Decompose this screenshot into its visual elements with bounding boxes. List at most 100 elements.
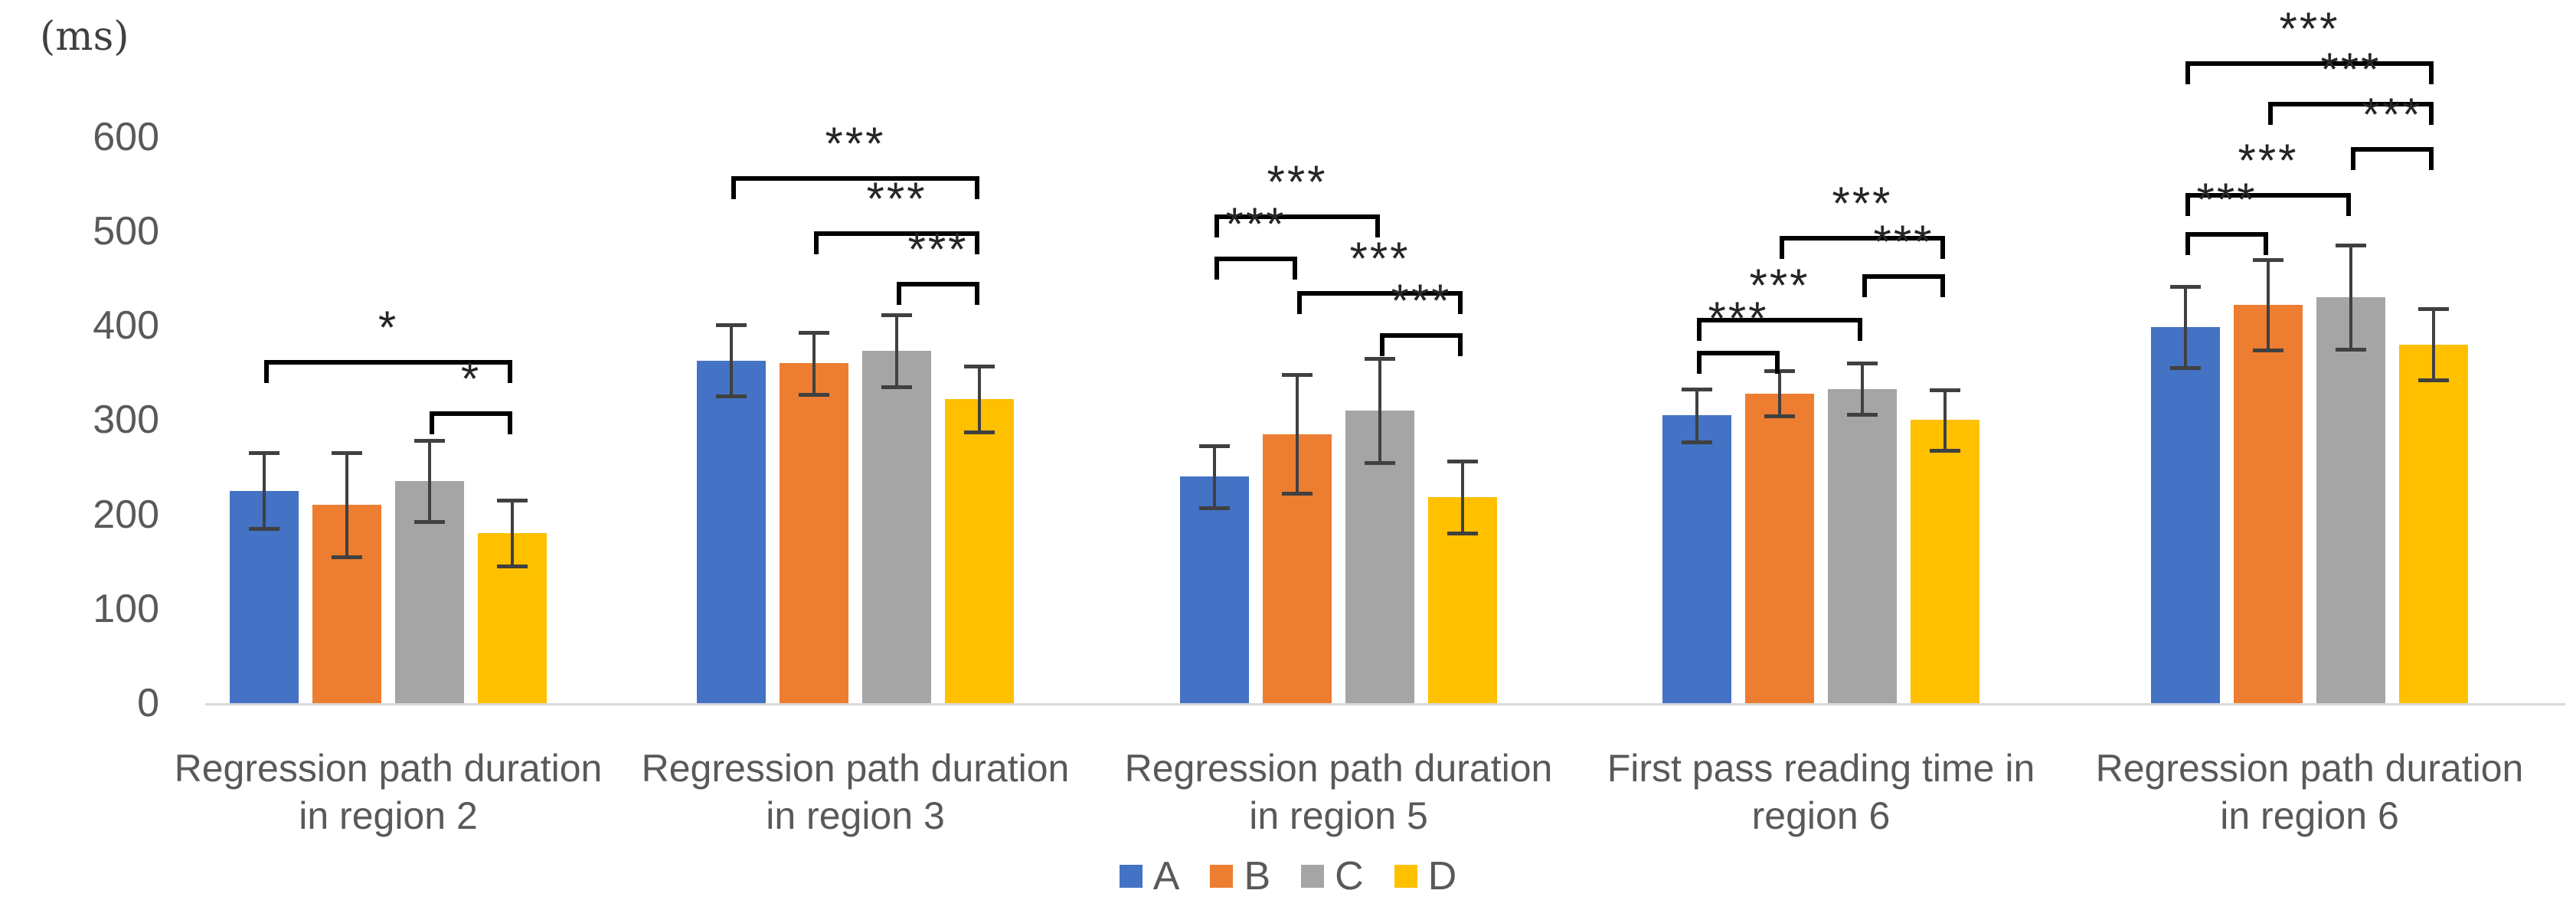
bar-A-group5 (2151, 327, 2220, 703)
category-label-group1: Regression path duration in region 2 (174, 747, 603, 837)
legend-item-C: C (1301, 856, 1364, 896)
sig-stars-AB-group3: *** (1225, 198, 1286, 250)
error-bar-B-group2 (812, 332, 816, 394)
error-bar-B-group4 (1778, 371, 1781, 417)
bracket-leg-right (1858, 318, 1862, 341)
error-bar-cap-bottom-B-group4 (1764, 414, 1795, 419)
error-bar-cap-bottom-A-group1 (249, 526, 280, 531)
error-bar-cap-top-B-group2 (799, 330, 829, 335)
sig-stars-CD-group4: *** (1873, 216, 1934, 267)
sig-stars-CD-group1: * (460, 353, 482, 404)
error-bar-B-group3 (1296, 375, 1299, 494)
legend-swatch-A (1119, 865, 1143, 888)
legend-label-A: A (1152, 854, 1180, 898)
error-bar-cap-bottom-C-group3 (1365, 460, 1395, 465)
sig-stars-AB-group4: *** (1708, 293, 1769, 344)
error-bar-cap-top-D-group5 (2418, 306, 2449, 311)
sig-bracket-CD-group5 (2351, 147, 2434, 170)
bracket-leg-left (731, 176, 736, 199)
error-bar-cap-bottom-A-group3 (1199, 506, 1230, 510)
sig-stars-AC-group4: *** (1749, 260, 1810, 311)
error-bar-cap-top-B-group3 (1282, 373, 1313, 378)
y-tick-label-300: 300 (93, 398, 159, 443)
error-bar-A-group5 (2184, 286, 2187, 368)
error-bar-D-group2 (978, 365, 981, 433)
sig-bracket-CD-group1 (430, 411, 512, 434)
bracket-leg-left (1297, 291, 1302, 314)
bracket-leg-left (897, 282, 901, 305)
bracket-leg-left (1697, 351, 1702, 374)
error-bar-C-group2 (895, 315, 898, 388)
legend-item-B: B (1210, 856, 1270, 896)
sig-stars-BD-group2: *** (866, 173, 927, 224)
error-bar-cap-top-D-group4 (1930, 388, 1960, 392)
bar-C-group5 (2316, 297, 2385, 703)
error-bar-cap-top-A-group2 (716, 322, 747, 327)
bracket-leg-right (975, 176, 979, 199)
error-bar-cap-bottom-D-group5 (2418, 378, 2449, 383)
error-bar-A-group1 (263, 453, 266, 529)
error-bar-cap-bottom-A-group2 (716, 394, 747, 399)
error-bar-D-group4 (1943, 389, 1947, 450)
error-bar-cap-bottom-C-group4 (1847, 412, 1878, 417)
bracket-leg-right (2429, 61, 2434, 84)
sig-stars-AC-group3: *** (1267, 156, 1328, 208)
bracket-leg-right (2429, 102, 2434, 125)
bracket-leg-right (1458, 291, 1463, 314)
error-bar-cap-top-C-group4 (1847, 362, 1878, 366)
bracket-leg-right (508, 360, 512, 383)
bracket-leg-left (2268, 102, 2273, 125)
y-tick-label-200: 200 (93, 492, 159, 537)
error-bar-cap-top-C-group1 (414, 439, 445, 443)
y-tick-label-500: 500 (93, 208, 159, 254)
error-bar-D-group5 (2432, 308, 2435, 381)
error-bar-C-group1 (428, 440, 431, 522)
category-label-group3: Regression path duration in region 5 (1124, 747, 1553, 837)
sig-stars-CD-group3: *** (1391, 275, 1452, 326)
error-bar-cap-top-B-group1 (332, 451, 362, 456)
sig-stars-CD-group2: *** (907, 224, 969, 275)
error-bar-cap-bottom-A-group5 (2170, 366, 2201, 371)
bar-A-group3 (1180, 476, 1249, 703)
bracket-leg-left (1214, 214, 1219, 237)
bar-A-group4 (1662, 415, 1731, 703)
error-bar-cap-bottom-C-group1 (414, 520, 445, 525)
error-bar-cap-top-C-group2 (881, 313, 912, 318)
bar-A-group2 (697, 360, 766, 703)
sig-stars-AD-group1: * (378, 302, 399, 353)
sig-bracket-AD-group5 (2185, 61, 2434, 84)
sig-bracket-CD-group2 (897, 282, 979, 305)
error-bar-cap-bottom-D-group2 (964, 430, 995, 435)
error-bar-cap-bottom-D-group3 (1447, 532, 1478, 536)
sig-bracket-BD-group4 (1780, 236, 1945, 259)
error-bar-B-group5 (2267, 259, 2270, 351)
bar-C-group2 (862, 351, 931, 703)
bracket-leg-left (2185, 232, 2190, 255)
bar-D-group5 (2399, 344, 2468, 703)
bar-B-group4 (1745, 393, 1814, 703)
legend-swatch-B (1210, 865, 1234, 888)
error-bar-cap-bottom-D-group1 (497, 565, 528, 569)
sig-stars-AD-group5: *** (2279, 3, 2340, 54)
y-axis-unit-label: (ms) (40, 14, 129, 60)
error-bar-B-group1 (345, 453, 348, 557)
legend-item-A: A (1119, 854, 1180, 898)
error-bar-D-group3 (1461, 461, 1464, 534)
sig-bracket-BD-group3 (1297, 291, 1463, 314)
bracket-leg-right (975, 231, 979, 254)
bracket-leg-left (1214, 257, 1219, 280)
error-bar-cap-bottom-D-group4 (1930, 448, 1960, 453)
error-bar-A-group4 (1695, 388, 1698, 442)
error-bar-cap-bottom-B-group3 (1282, 492, 1313, 496)
bracket-leg-right (1940, 236, 1945, 259)
bracket-leg-left (1380, 333, 1384, 356)
error-bar-D-group1 (511, 500, 514, 567)
bar-B-group2 (780, 363, 848, 703)
bracket-leg-left (2185, 193, 2190, 216)
bracket-leg-left (2185, 61, 2190, 84)
sig-bracket-CD-group3 (1380, 333, 1463, 356)
sig-bracket-CD-group4 (1862, 274, 1945, 297)
bracket-leg-left (814, 231, 819, 254)
bracket-leg-right (2346, 193, 2351, 216)
sig-bracket-AC-group5 (2185, 193, 2351, 216)
